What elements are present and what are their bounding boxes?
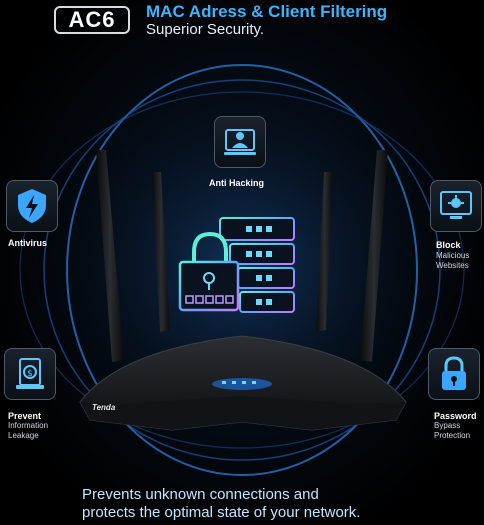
footer-line-2: protects the optimal state of your netwo…: [82, 504, 361, 521]
feature-label-prevent: Prevent: [8, 411, 42, 421]
feature-detail-prevent-2: Leakage: [8, 431, 39, 440]
svg-text:$: $: [27, 369, 33, 379]
model-badge: AC6: [54, 6, 130, 34]
feature-detail-block-2: Websites: [436, 261, 469, 270]
feature-detail-prevent-1: Information: [8, 421, 49, 430]
router-brand-logo: Tenda: [92, 403, 116, 412]
feature-label-password: Password: [434, 411, 477, 421]
feature-detail-block-1: Malicious: [436, 251, 470, 260]
feature-label-block: Block: [436, 240, 461, 250]
page-subtitle: Superior Security.: [146, 21, 265, 38]
feature-detail-password-1: Bypass: [434, 421, 461, 430]
shield-icon: [6, 180, 58, 232]
page-title: MAC Adress & Client Filtering: [146, 2, 388, 21]
feature-detail-password-2: Protection: [434, 431, 471, 440]
padlock-icon: [428, 348, 480, 400]
feature-label-antivirus: Antivirus: [8, 238, 48, 248]
footer-line-1: Prevents unknown connections and: [82, 486, 319, 503]
malware-monitor-icon: [430, 180, 482, 232]
document-lock-icon: $: [4, 348, 56, 400]
hacker-icon: [214, 116, 266, 168]
feature-label-anti-hacking: Anti Hacking: [209, 178, 265, 188]
